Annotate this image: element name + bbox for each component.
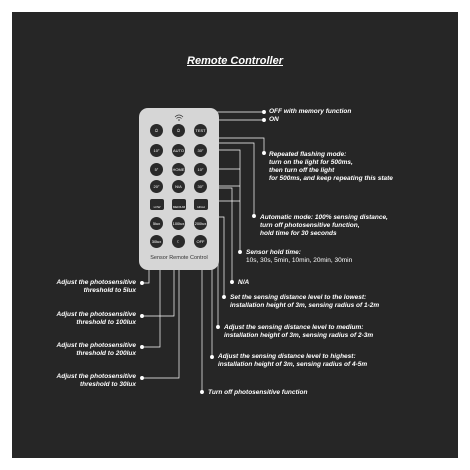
leader-30lux-dot	[140, 376, 144, 380]
s30-button[interactable]: 30°	[194, 180, 207, 193]
label-lux30: Adjust the photosensitive threshold to 3…	[24, 373, 136, 389]
label-lux5: Adjust the photosensitive threshold to 5…	[24, 279, 136, 295]
label-flash-1: Repeated flashing mode:	[269, 151, 347, 158]
label-lux100-1: Adjust the photosensitive	[56, 311, 136, 318]
test-button[interactable]: TEST	[194, 124, 207, 137]
label-lux200: Adjust the photosensitive threshold to 2…	[24, 342, 136, 358]
power-on-icon: ⏻	[176, 128, 181, 133]
lux30-button[interactable]: 30lux	[150, 235, 163, 248]
lux-mid-button[interactable]: ☾	[172, 235, 185, 248]
power-icon: ⏻	[154, 128, 159, 133]
label-medium: Adjust the sensing distance level to med…	[224, 324, 373, 340]
label-off-memory: OFF with memory function	[269, 108, 352, 115]
label-lux200-2: threshold to 200lux	[76, 350, 136, 357]
label-hold: Sensor hold time: 10s, 30s, 5min, 10min,…	[246, 249, 352, 265]
leader-200lux	[142, 243, 161, 348]
lux200-button[interactable]: 200lux	[194, 217, 207, 230]
s10-button[interactable]: 10°	[194, 163, 207, 176]
label-low-2: installation height of 3m, sensing radiu…	[230, 302, 380, 309]
na-button[interactable]: N/A	[172, 180, 185, 193]
medium-button[interactable]: MEDIUM	[172, 199, 186, 210]
leader-off-dot	[262, 110, 266, 114]
leader-medium-dot	[216, 325, 220, 329]
leader-100lux-dot	[140, 314, 144, 318]
d30-button[interactable]: 30°	[194, 144, 207, 157]
label-med-2: installation height of 3m, sensing radiu…	[224, 332, 374, 339]
label-auto-3: hold time for 30 seconds	[260, 230, 337, 237]
label-on: ON	[269, 116, 279, 123]
label-med-1: Adjust the sensing distance level to med…	[224, 324, 364, 331]
leader-5lux-dot	[140, 281, 144, 285]
label-lux100-2: threshold to 100lux	[76, 319, 136, 326]
leader-na-dot	[230, 280, 234, 284]
remote-control: ⏻ ⏻ TEST 10° AUTO 30° 5° HOME 10° 20° N/…	[139, 108, 219, 270]
leader-low-dot	[222, 295, 226, 299]
label-lux30-1: Adjust the photosensitive	[56, 373, 136, 380]
leader-test-dot	[262, 151, 266, 155]
label-high-2: installation height of 3m, sensing radiu…	[218, 361, 368, 368]
leader-hold	[209, 149, 241, 252]
label-lux5-2: threshold to 5lux	[83, 287, 136, 294]
label-na: N/A	[238, 279, 250, 286]
label-lux30-2: threshold to 30lux	[80, 381, 136, 388]
lux5-button[interactable]: 5lux	[150, 217, 163, 230]
home-button[interactable]: HOME	[172, 163, 185, 176]
leader-30lux	[142, 243, 180, 379]
label-low: Set the sensing distance level to the lo…	[230, 294, 379, 310]
label-flash-4: for 500ms, and keep repeating this state	[269, 175, 393, 182]
photo-off-button[interactable]: OFF	[194, 235, 207, 248]
label-lux200-1: Adjust the photosensitive	[56, 342, 136, 349]
leader-hold-dot	[238, 250, 242, 254]
label-flash-3: then turn off the light	[269, 167, 335, 174]
label-photo-off: Turn off photosensitive function	[208, 389, 308, 396]
label-flash: Repeated flashing mode: turn on the ligh…	[269, 151, 393, 183]
background-panel	[12, 12, 458, 458]
label-low-1: Set the sensing distance level to the lo…	[230, 294, 367, 301]
label-hold-1: Sensor hold time:	[246, 249, 301, 256]
label-high-1: Adjust the sensing distance level to hig…	[218, 353, 356, 360]
leader-photo-off-dot	[200, 390, 204, 394]
high-button[interactable]: HIGH	[194, 199, 208, 210]
s5-button[interactable]: 5°	[150, 163, 163, 176]
leader-auto-dot	[252, 214, 256, 218]
lux100-button[interactable]: 100lux	[172, 217, 185, 230]
leader-200lux-dot	[140, 345, 144, 349]
label-auto-1: Automatic mode: 100% sensing distance,	[260, 214, 388, 221]
label-auto-2: turn off photosensitive function,	[260, 222, 360, 229]
low-button[interactable]: LOW	[150, 199, 164, 210]
leader-high-dot	[210, 355, 214, 359]
label-lux100: Adjust the photosensitive threshold to 1…	[24, 311, 136, 327]
label-hold-2: 10s, 30s, 5min, 10min, 20min, 30min	[246, 257, 353, 264]
label-lux5-1: Adjust the photosensitive	[56, 279, 136, 286]
moon-icon: ☾	[176, 239, 181, 244]
d10-button[interactable]: 10°	[150, 144, 163, 157]
auto-button[interactable]: AUTO	[172, 144, 185, 157]
page-title: Remote Controller	[187, 55, 283, 67]
label-flash-2: turn on the light for 500ms,	[269, 159, 353, 166]
signal-icon	[174, 114, 184, 121]
on-button[interactable]: ⏻	[172, 124, 185, 137]
s20-button[interactable]: 20°	[150, 180, 163, 193]
label-high: Adjust the sensing distance level to hig…	[218, 353, 367, 369]
remote-footer: Sensor Remote Control	[150, 255, 208, 261]
leader-on-dot	[262, 118, 266, 122]
label-auto: Automatic mode: 100% sensing distance, t…	[260, 214, 388, 238]
off-button[interactable]: ⏻	[150, 124, 163, 137]
